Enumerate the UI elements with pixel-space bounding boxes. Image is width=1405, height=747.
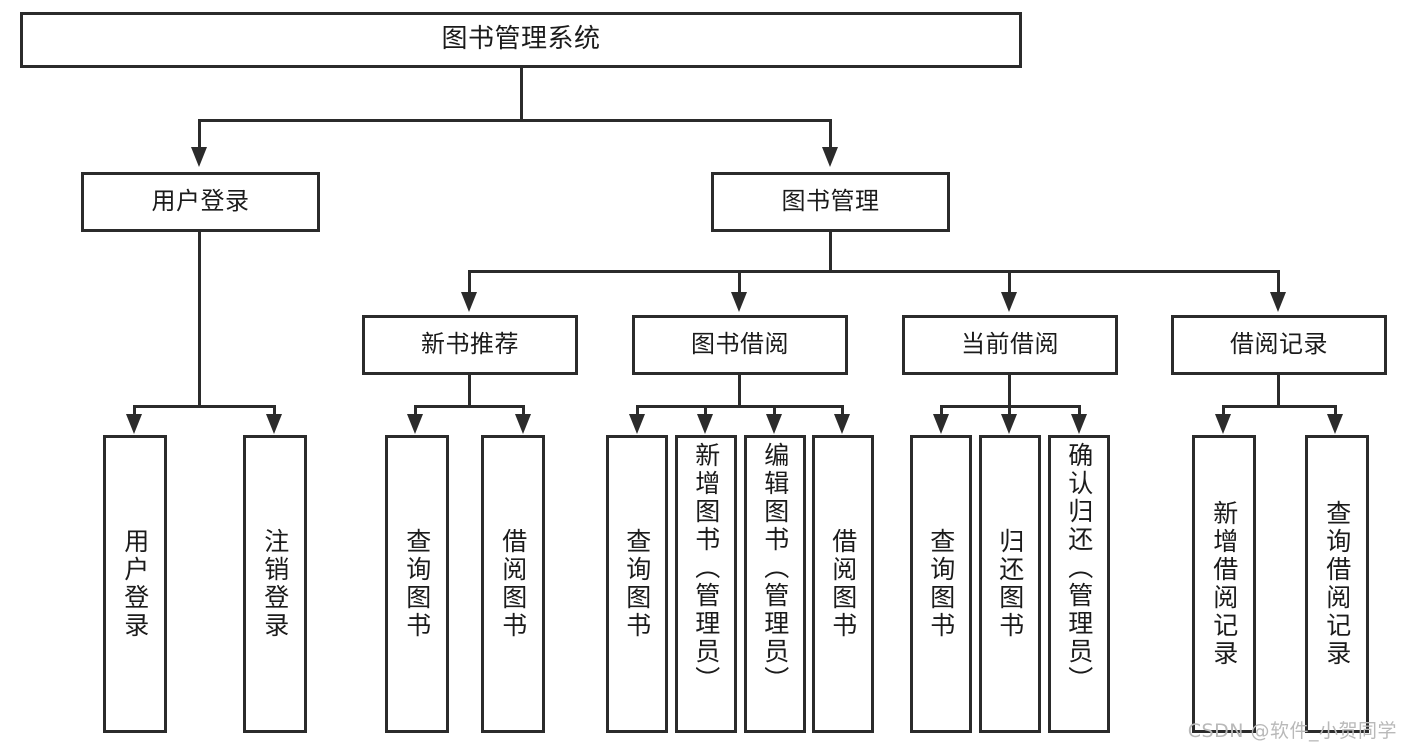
node-book-borrow-label: 图书借阅 [691,330,789,359]
node-leaf-user-login-label: 用户登录 [120,528,150,640]
connector-drop-current-borrow [1008,270,1011,294]
arrowhead-leaf-query-record [1327,414,1343,434]
node-book-management[interactable]: 图书管理 [711,172,950,232]
connector-drop-new-book-recommend [468,270,471,294]
connector-drop-leaf-borrow-book-1 [522,405,525,417]
connector-drop-book-borrow [738,270,741,294]
node-root-label: 图书管理系统 [441,24,601,55]
arrowhead-leaf-query-book-3 [933,414,949,434]
node-current-borrow-label: 当前借阅 [961,330,1059,359]
node-leaf-confirm-return-label: 确认归还（管理员） [1064,442,1094,694]
connector-drop-leaf-add-book [704,405,707,417]
node-leaf-query-book-1[interactable]: 查询图书 [385,435,449,733]
arrowhead-leaf-confirm-return [1071,414,1087,434]
node-leaf-borrow-book-2[interactable]: 借阅图书 [812,435,874,733]
connector-drop-leaf-edit-book [773,405,776,417]
node-leaf-query-book-3[interactable]: 查询图书 [910,435,972,733]
connector-book-management-bus [468,270,1280,273]
arrowhead-book-management [822,147,838,167]
node-leaf-query-record-label: 查询借阅记录 [1322,500,1352,668]
connector-borrow-record-bus [1222,405,1337,408]
node-leaf-confirm-return[interactable]: 确认归还（管理员） [1048,435,1110,733]
node-leaf-query-book-1-label: 查询图书 [402,528,432,640]
connector-drop-leaf-user-logout [273,405,276,417]
arrowhead-leaf-edit-book [766,414,782,434]
node-root[interactable]: 图书管理系统 [20,12,1022,68]
node-leaf-add-record[interactable]: 新增借阅记录 [1192,435,1256,733]
connector-root-stem [520,68,523,119]
node-book-borrow[interactable]: 图书借阅 [632,315,848,375]
watermark-text: CSDN @软件_小贺同学 [1187,720,1397,742]
connector-drop-leaf-confirm-return [1078,405,1081,417]
connector-drop-leaf-return-book [1008,405,1011,417]
node-leaf-query-record[interactable]: 查询借阅记录 [1305,435,1369,733]
arrowhead-leaf-add-book [697,414,713,434]
node-user-login-label: 用户登录 [151,187,250,216]
node-book-management-label: 图书管理 [781,187,880,216]
node-leaf-add-record-label: 新增借阅记录 [1209,500,1239,668]
connector-drop-leaf-query-book-3 [940,405,943,417]
node-leaf-user-logout-label: 注销登录 [260,528,290,640]
node-leaf-query-book-3-label: 查询图书 [926,528,956,640]
arrowhead-book-borrow [731,292,747,312]
arrowhead-leaf-user-login [126,414,142,434]
connector-book-management-stem [829,232,832,270]
arrowhead-leaf-query-book-2 [629,414,645,434]
arrowhead-new-book-recommend [461,292,477,312]
arrowhead-leaf-borrow-book-2 [834,414,850,434]
connector-book-borrow-stem [738,375,741,405]
arrowhead-leaf-query-book-1 [407,414,423,434]
arrowhead-leaf-add-record [1215,414,1231,434]
node-current-borrow[interactable]: 当前借阅 [902,315,1118,375]
arrowhead-leaf-user-logout [266,414,282,434]
connector-drop-leaf-borrow-book-2 [841,405,844,417]
connector-new-book-recommend-stem [468,375,471,405]
node-leaf-edit-book-label: 编辑图书（管理员） [760,442,790,694]
connector-drop-leaf-query-book-1 [414,405,417,417]
node-leaf-borrow-book-1[interactable]: 借阅图书 [481,435,545,733]
connector-root-bus [198,119,832,122]
connector-new-book-recommend-bus [414,405,525,408]
node-leaf-return-book-label: 归还图书 [995,528,1025,640]
connector-current-borrow-stem [1008,375,1011,405]
node-user-login[interactable]: 用户登录 [81,172,320,232]
connector-drop-book-management [829,119,832,147]
node-leaf-add-book-label: 新增图书（管理员） [691,442,721,694]
connector-user-login-bus [133,405,275,408]
connector-book-borrow-bus [636,405,843,408]
node-leaf-borrow-book-2-label: 借阅图书 [828,528,858,640]
node-leaf-user-logout[interactable]: 注销登录 [243,435,307,733]
node-borrow-record[interactable]: 借阅记录 [1171,315,1387,375]
connector-borrow-record-stem [1277,375,1280,405]
connector-user-login-stem [198,232,201,405]
node-leaf-query-book-2-label: 查询图书 [622,528,652,640]
node-new-book-recommend-label: 新书推荐 [421,330,519,359]
node-leaf-return-book[interactable]: 归还图书 [979,435,1041,733]
connector-drop-leaf-user-login [133,405,136,417]
arrowhead-leaf-return-book [1001,414,1017,434]
connector-drop-leaf-query-book-2 [636,405,639,417]
node-leaf-add-book[interactable]: 新增图书（管理员） [675,435,737,733]
arrowhead-borrow-record [1270,292,1286,312]
node-leaf-edit-book[interactable]: 编辑图书（管理员） [744,435,806,733]
connector-drop-leaf-add-record [1222,405,1225,417]
node-borrow-record-label: 借阅记录 [1230,330,1328,359]
arrowhead-leaf-borrow-book-1 [515,414,531,434]
arrowhead-user-login [191,147,207,167]
arrowhead-current-borrow [1001,292,1017,312]
node-new-book-recommend[interactable]: 新书推荐 [362,315,578,375]
node-leaf-query-book-2[interactable]: 查询图书 [606,435,668,733]
node-leaf-user-login[interactable]: 用户登录 [103,435,167,733]
connector-drop-leaf-query-record [1334,405,1337,417]
connector-drop-borrow-record [1277,270,1280,294]
connector-drop-user-login [198,119,201,147]
node-leaf-borrow-book-1-label: 借阅图书 [498,528,528,640]
